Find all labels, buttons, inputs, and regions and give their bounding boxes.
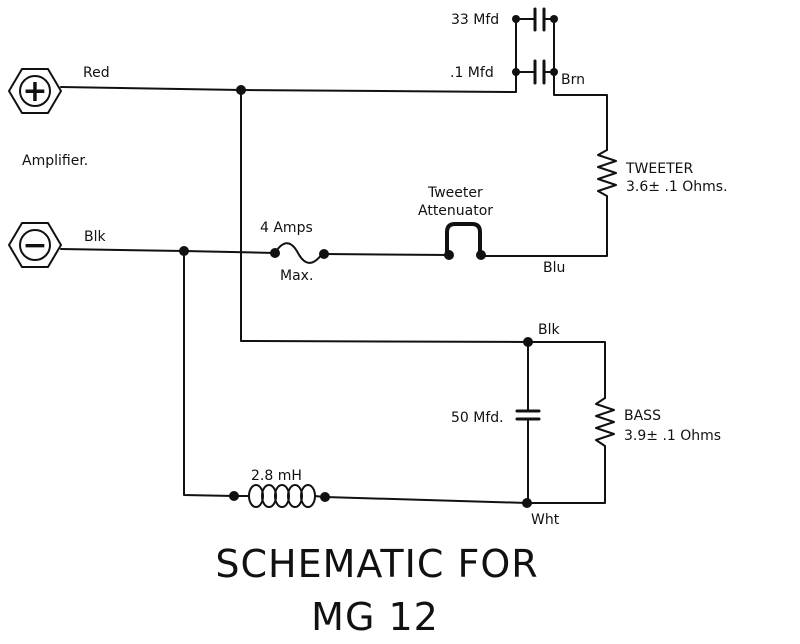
inductor-return-wire xyxy=(183,250,235,497)
fuse-max-label: Max. xyxy=(280,268,313,284)
positive-terminal-symbol: + xyxy=(22,74,47,109)
negative-terminal: − xyxy=(8,222,62,268)
brn-wire-label: Brn xyxy=(561,72,585,88)
cap-50mfd-label: 50 Mfd. xyxy=(451,410,504,426)
junction-dot xyxy=(550,68,558,76)
junction-dot xyxy=(550,15,558,23)
tweeter-spec-label: 3.6± .1 Ohms. xyxy=(626,179,728,195)
fuse xyxy=(274,242,323,264)
fuse-terminal-dot xyxy=(270,248,280,258)
wht-wire-label: Wht xyxy=(531,512,560,528)
bass-resistor xyxy=(526,397,615,504)
inductor-label: 2.8 mH xyxy=(251,468,302,484)
junction-dot xyxy=(512,68,520,76)
wire-to-attenuator xyxy=(323,253,450,256)
red-wire-label: Red xyxy=(83,65,110,81)
positive-terminal: + xyxy=(8,68,62,114)
junction-dot xyxy=(523,337,533,347)
amplifier-label: Amplifier. xyxy=(22,153,88,169)
inductor-terminal-dot xyxy=(229,491,239,501)
cap-01mfd-label: .1 Mfd xyxy=(450,65,494,81)
bass-spec-label: 3.9± .1 Ohms xyxy=(624,428,721,444)
tweeter-name-label: TWEETER xyxy=(625,161,693,177)
inductor-2-8mh xyxy=(233,484,325,508)
attenuator-label-line1: Tweeter xyxy=(427,185,483,201)
black-wire-negative xyxy=(60,248,276,254)
attenuator-terminal-dot xyxy=(444,250,454,260)
blk-wire-label: Blk xyxy=(84,229,106,245)
attenuator-label-line2: Attenuator xyxy=(418,203,493,219)
fuse-rating-label: 4 Amps xyxy=(260,220,313,236)
attenuator-terminal-dot xyxy=(476,250,486,260)
title-line2: MG 12 xyxy=(311,595,439,639)
bass-name-label: BASS xyxy=(624,408,661,424)
junction-dot xyxy=(512,15,520,23)
tweeter-resistor xyxy=(484,149,617,257)
negative-terminal-symbol: − xyxy=(22,228,47,263)
blk-bass-wire-label: Blk xyxy=(538,322,560,338)
tweeter-attenuator xyxy=(445,222,482,257)
red-wire xyxy=(60,71,517,93)
title-line1: SCHEMATIC FOR xyxy=(215,542,538,586)
blu-wire-label: Blu xyxy=(543,260,565,276)
bass-feed-wire xyxy=(240,89,606,399)
cap-33mfd-label: 33 Mfd xyxy=(451,12,499,28)
capacitor-50mfd xyxy=(515,341,541,504)
wire-to-wht-junction xyxy=(324,496,528,504)
